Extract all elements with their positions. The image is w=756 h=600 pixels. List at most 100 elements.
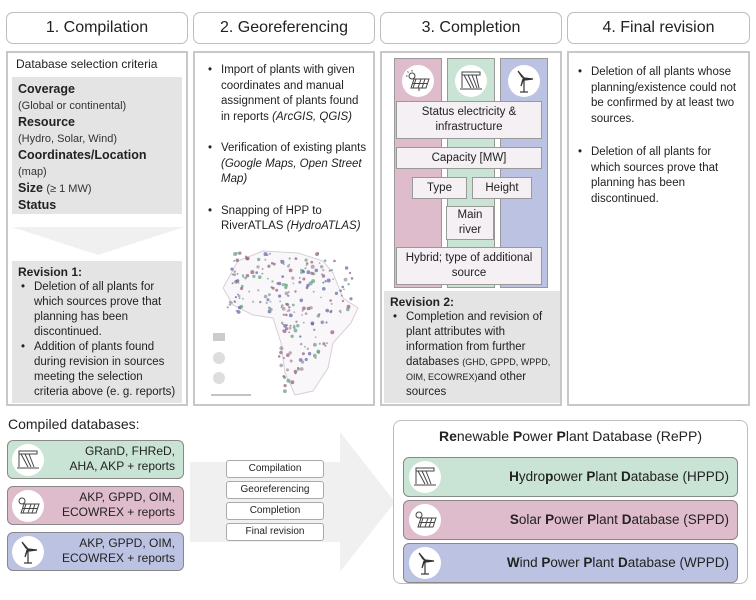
plant-dot (285, 302, 288, 306)
plant-dot (250, 270, 255, 275)
plant-dot (299, 367, 304, 371)
geo-item-import: Import of plants with given coordinates … (205, 63, 367, 125)
plant-dot (324, 280, 327, 283)
plant-dot (287, 264, 290, 268)
plant-dot (269, 300, 272, 303)
plant-dot (339, 289, 342, 292)
plant-dot (293, 311, 296, 313)
plant-dot (233, 300, 236, 303)
criterion-coordinates: Coordinates/Location(map) (18, 148, 147, 178)
plant-dot (328, 269, 331, 272)
plant-dot (306, 270, 311, 275)
plant-dot (318, 262, 321, 264)
plant-dot (261, 272, 264, 275)
plant-dot (300, 271, 303, 274)
plant-dot (280, 304, 284, 308)
plant-dot (294, 257, 298, 260)
plant-dot (310, 271, 314, 275)
criterion-status: Status (18, 198, 57, 212)
plant-dot (266, 298, 270, 302)
plant-dot (282, 329, 287, 334)
plant-dot (320, 320, 325, 325)
compiled-databases-title: Compiled databases: (8, 416, 140, 432)
plant-dot (283, 389, 287, 394)
repp-row-sppd-label: Solar Power Plant Database (SPPD) (509, 512, 729, 527)
plant-dot (271, 280, 274, 283)
plant-dot (234, 296, 237, 299)
plant-dot (238, 297, 241, 300)
plant-dot (304, 312, 308, 315)
plant-dot (259, 300, 262, 304)
plant-dot (338, 309, 342, 313)
plant-dot (281, 283, 285, 287)
plant-dot (235, 258, 240, 262)
plant-dot (304, 357, 308, 362)
plant-dot (296, 324, 300, 328)
repp-row-hppd: Hydropower Plant Database (HPPD) (403, 457, 738, 497)
legend-solar-icon (213, 352, 225, 364)
plant-dot (245, 256, 250, 261)
plant-dot (310, 264, 315, 269)
plant-dot (282, 313, 285, 316)
step-final-revision: Final revision (226, 523, 324, 541)
plant-dot (288, 326, 292, 330)
plant-dot (267, 306, 271, 310)
stage-header-compilation: 1. Compilation (6, 12, 188, 44)
plant-dot (301, 309, 304, 312)
plant-dot (293, 324, 296, 327)
plant-dot (324, 344, 327, 347)
plant-dot (288, 268, 293, 273)
plant-dot (293, 369, 298, 374)
plant-dot (323, 259, 327, 262)
plant-dot (233, 252, 238, 256)
plant-dot (230, 267, 234, 271)
completion-panel: Status electricity & infrastructure Capa… (380, 51, 562, 406)
plant-dot (266, 277, 269, 280)
plant-dot (279, 346, 284, 351)
plant-dot (318, 313, 321, 316)
step-completion: Completion (226, 502, 324, 520)
revision-1-item: Addition of plants found during revision… (18, 340, 176, 400)
compilation-panel: Database selection criteria Coverage(Glo… (6, 51, 188, 406)
plant-dot (279, 363, 283, 368)
revision-2-panel: Revision 2: Completion and revision of p… (384, 291, 560, 403)
plant-dot (228, 303, 232, 306)
plant-dot (341, 285, 345, 289)
plant-dot (238, 251, 242, 255)
repp-row-wppd-label: Wind Power Plant Database (WPPD) (506, 555, 729, 570)
plant-dot (237, 294, 241, 298)
plant-dot (275, 288, 279, 292)
wind-turbine-icon (409, 547, 441, 579)
plant-dot (301, 314, 303, 316)
plant-dot (330, 302, 333, 305)
step-compilation: Compilation (226, 460, 324, 478)
plant-dot (302, 306, 306, 311)
plant-dot (293, 328, 298, 333)
plant-dot (283, 283, 287, 286)
plant-dot (270, 262, 274, 265)
plant-dot (252, 274, 256, 278)
plant-dot (279, 300, 281, 303)
plant-dot (326, 342, 328, 345)
plant-dot (278, 294, 282, 298)
plant-dot (298, 280, 302, 284)
plant-dot (306, 306, 311, 311)
attr-height: Height (472, 177, 532, 199)
plant-dot (281, 275, 285, 278)
plant-dot (292, 282, 295, 285)
attr-status: Status electricity & infrastructure (396, 101, 542, 139)
plant-dot (307, 352, 312, 356)
legend-hydro-icon (213, 333, 225, 341)
plant-dot (244, 255, 247, 258)
plant-dot (302, 321, 305, 324)
stage-header-georeferencing: 2. Georeferencing (193, 12, 375, 44)
plant-dot (311, 322, 314, 326)
compiled-db-hydro: GRanD, FHReD, AHA, AKP + reports (7, 440, 184, 479)
plant-dot (285, 327, 289, 331)
plant-dot (291, 276, 295, 280)
attr-main-river: Main river (446, 206, 494, 240)
plant-dot (288, 306, 291, 309)
repp-row-hppd-label: Hydropower Plant Database (HPPD) (509, 469, 729, 484)
criterion-coverage: Coverage(Global or continental) (18, 82, 127, 112)
plant-dot (287, 291, 290, 293)
